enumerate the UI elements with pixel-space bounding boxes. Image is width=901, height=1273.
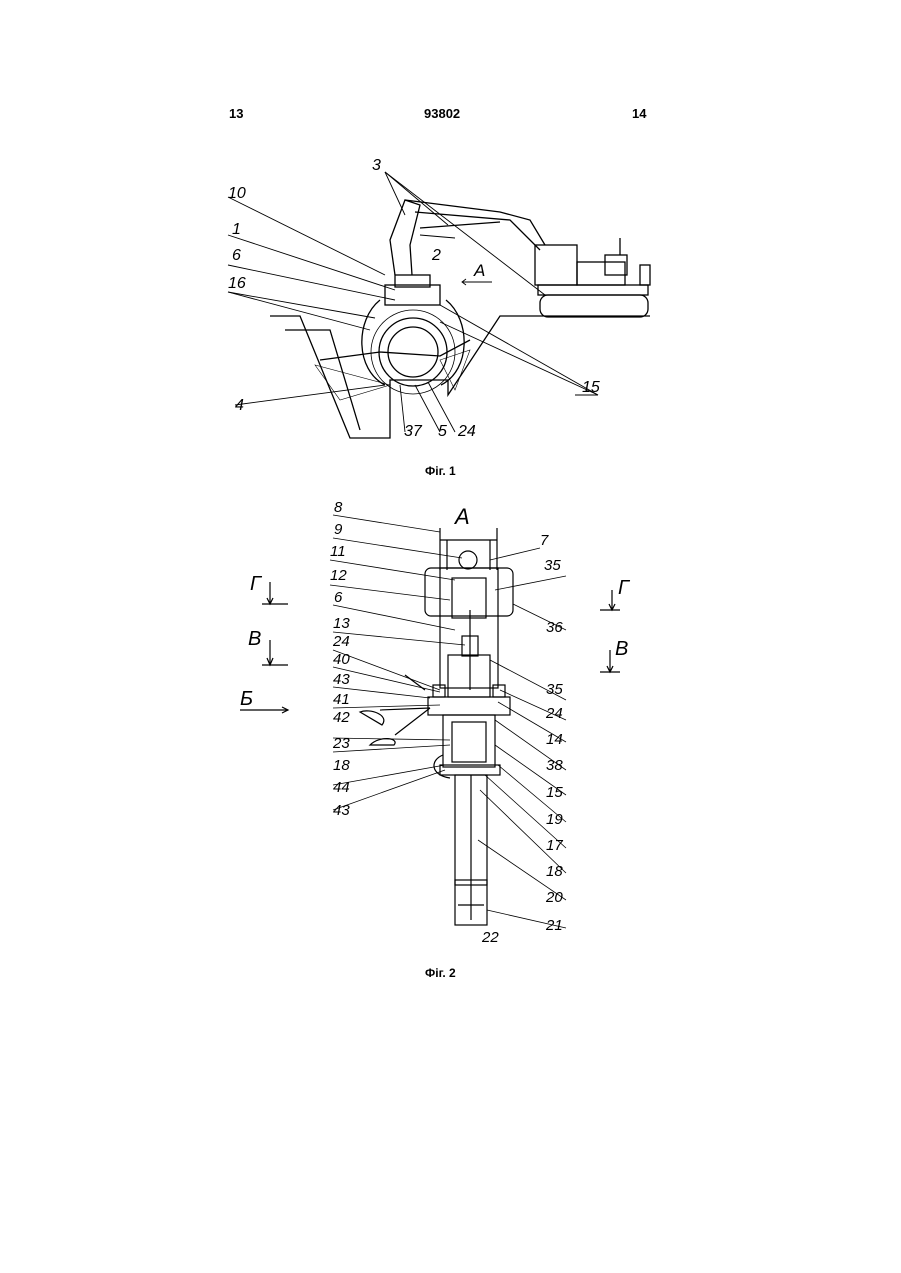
fig2-label-9: 9 (334, 521, 343, 538)
figure-2-drawing: А Г Г В В Б 8 9 11 12 6 13 24 40 43 41 4… (0, 480, 901, 960)
fig1-label-5: 5 (438, 423, 447, 440)
fig2-label-15: 15 (546, 784, 563, 801)
fig1-label-3: 3 (372, 157, 381, 174)
fig1-label-1: 1 (232, 221, 241, 238)
fig2-label-18b: 18 (546, 863, 563, 880)
fig2-label-35: 35 (544, 557, 561, 574)
top-guide-rods (440, 528, 497, 570)
fig2-label-12: 12 (330, 567, 347, 584)
fig2-label-17: 17 (546, 837, 563, 854)
fig2-leader-lines (330, 515, 566, 928)
fig2-label-23: 23 (332, 735, 350, 752)
lower-body (434, 715, 500, 778)
fig2-view-label: А (453, 504, 470, 529)
excavator-body (535, 238, 650, 317)
upper-housing (425, 568, 513, 690)
figure-2-caption: Фіг. 2 (425, 966, 456, 980)
fig2-label-14: 14 (546, 731, 563, 748)
fig1-leader-lines (228, 172, 598, 432)
fig1-label-10: 10 (228, 185, 246, 202)
fig2-label-38: 38 (546, 757, 563, 774)
fig2-label-42: 42 (333, 709, 350, 726)
fig2-label-22: 22 (481, 929, 499, 946)
fig2-label-24b: 24 (545, 705, 563, 722)
fig2-label-41: 41 (333, 691, 350, 708)
fig1-label-2: 2 (431, 247, 441, 264)
fig2-label-44: 44 (333, 779, 350, 796)
section-label-g-right: Г (618, 577, 631, 599)
fig2-label-7: 7 (540, 532, 549, 549)
fig2-labels: А Г Г В В Б 8 9 11 12 6 13 24 40 43 41 4… (240, 499, 631, 946)
fig2-label-36: 36 (546, 619, 563, 636)
section-label-b: Б (240, 688, 253, 710)
support-shaft (455, 775, 487, 925)
figure-1-drawing: 3 10 1 6 16 2 4 37 5 24 15 А (0, 0, 901, 480)
fig2-label-21: 21 (545, 917, 563, 934)
fig1-labels: 3 10 1 6 16 2 4 37 5 24 15 А (228, 157, 600, 440)
trench-ground (270, 316, 650, 438)
fig2-label-43b: 43 (333, 802, 350, 819)
fig2-label-40: 40 (333, 651, 350, 668)
fig2-label-18: 18 (333, 757, 350, 774)
fig2-label-20: 20 (545, 889, 563, 906)
excavator-boom (390, 200, 545, 275)
fig2-label-35b: 35 (546, 681, 563, 698)
fig1-direction-label: А (473, 261, 485, 280)
fig2-label-6: 6 (334, 589, 343, 606)
jaw-arm (360, 675, 430, 745)
fig1-label-16: 16 (228, 275, 246, 292)
fig2-label-19: 19 (546, 811, 563, 828)
fig2-label-24: 24 (332, 633, 350, 650)
fig1-label-37: 37 (404, 423, 423, 440)
section-marks (240, 582, 620, 713)
section-label-g-left: Г (250, 573, 263, 595)
section-label-v-right: В (615, 638, 628, 660)
fig2-label-8: 8 (334, 499, 343, 516)
figure-1-caption: Фіг. 1 (425, 464, 456, 478)
fig2-label-13: 13 (333, 615, 350, 632)
fig1-label-6: 6 (232, 247, 241, 264)
fig1-label-24: 24 (457, 423, 476, 440)
fig1-label-15: 15 (582, 379, 600, 396)
section-label-v-left: В (248, 628, 261, 650)
fig2-label-11: 11 (330, 543, 346, 560)
fig1-label-4: 4 (235, 397, 244, 414)
fig2-label-43: 43 (333, 671, 350, 688)
